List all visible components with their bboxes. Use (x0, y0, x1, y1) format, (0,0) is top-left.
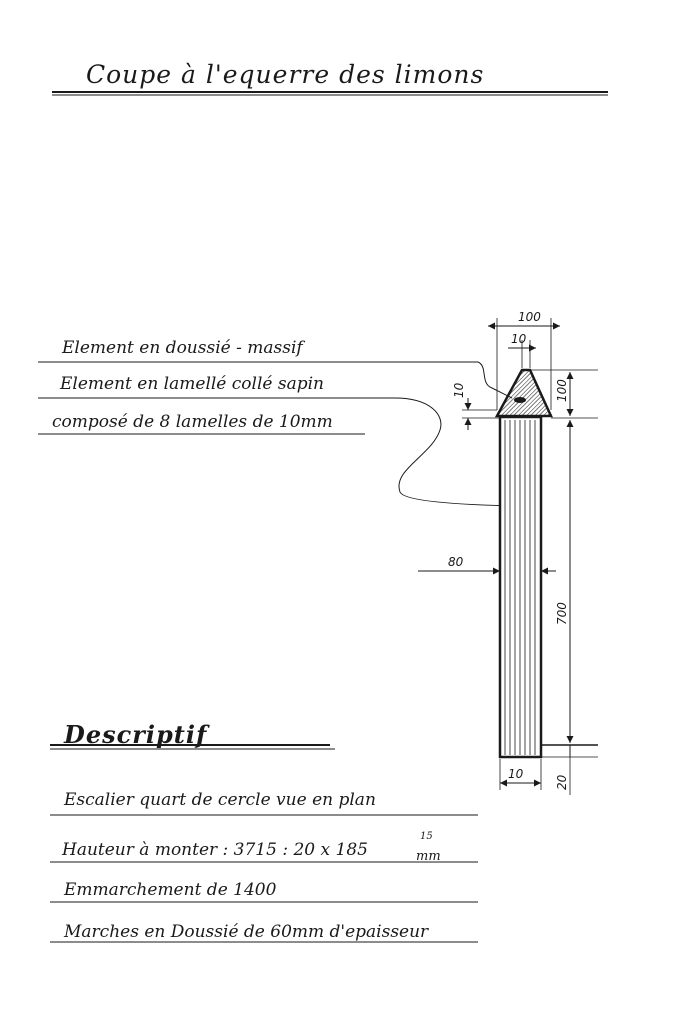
body-lamelle (498, 415, 543, 759)
hauteur-superscript: 15 (420, 831, 433, 842)
dim-cap-width: 10 (511, 332, 527, 346)
cap-doussie (494, 368, 553, 418)
leader-massif (477, 361, 513, 399)
descriptif-line-emmarchement: Emmarchement de 1400 (64, 880, 277, 900)
dim-top-height: 100 (555, 379, 569, 402)
drawing-title: Coupe à l'equerre des limons (86, 60, 485, 89)
descriptif-line-escalier: Escalier quart de cercle vue en plan (64, 790, 376, 810)
dim-cap-height: 10 (452, 382, 466, 398)
descriptif-line-marches: Marches en Doussié de 60mm d'epaisseur (64, 922, 429, 942)
dim-top-width: 100 (518, 310, 541, 324)
note-doussie-massif: Element en doussié - massif (62, 338, 303, 358)
dim-body-width: 80 (448, 555, 464, 569)
dim-bottom-height: 20 (555, 774, 569, 790)
note-lamelles-count: composé de 8 lamelles de 10mm (52, 412, 333, 432)
hauteur-unit: mm (416, 849, 441, 864)
cap-knot (514, 397, 526, 403)
dim-body-height: 700 (555, 602, 569, 625)
descriptif-line-hauteur: Hauteur à monter : 3715 : 20 x 185 (62, 840, 368, 860)
note-lamelle-colle: Element en lamellé collé sapin (60, 374, 324, 394)
dim-bottom-offset: 10 (508, 767, 524, 781)
leader-lamelle (394, 397, 517, 510)
hauteur-text: Hauteur à monter : 3715 : 20 x 185 (62, 840, 368, 860)
lamelle-lines (504, 420, 536, 755)
